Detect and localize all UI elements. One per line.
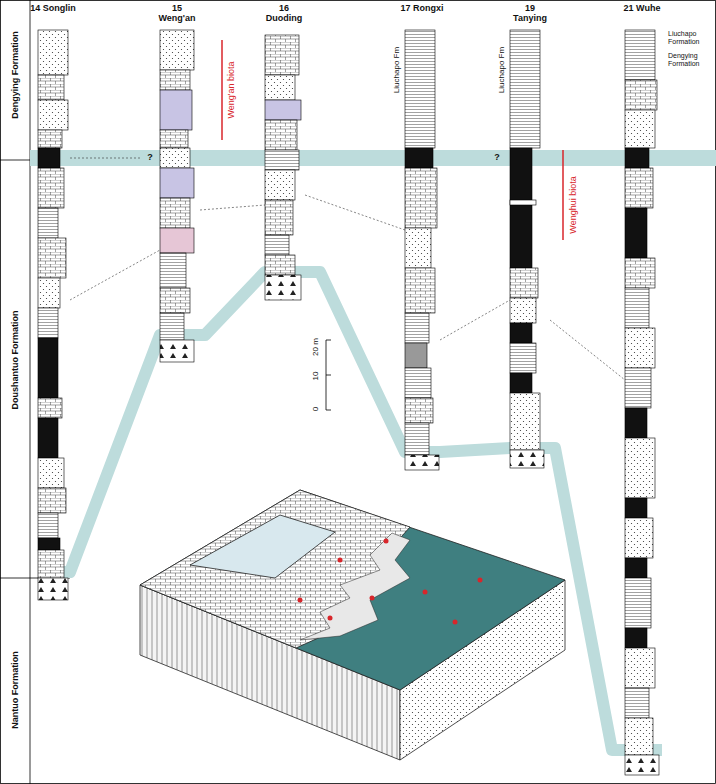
formation-label: Liuchapo Fm bbox=[392, 47, 401, 93]
section-header: 14 Songlin bbox=[30, 3, 76, 13]
section-header: 21 Wuhe bbox=[620, 3, 664, 13]
section-header: 19 Tanying bbox=[507, 3, 553, 24]
section-header: 16 Duoding bbox=[261, 3, 307, 24]
query-mark: ? bbox=[491, 152, 503, 162]
query-mark: ? bbox=[144, 152, 156, 162]
scale-label: 0 bbox=[311, 407, 320, 411]
formation-label: Nantuo Formation bbox=[10, 651, 20, 729]
section-header: 17 Rongxi bbox=[399, 3, 445, 13]
formation-label: Liuchapo Fm bbox=[497, 47, 506, 93]
section-header: 15 Weng'an bbox=[154, 3, 200, 24]
biota-label: Weng'an biota bbox=[226, 61, 236, 118]
scale-label: 10 bbox=[311, 372, 320, 381]
formation-label: Liuchapo Formation bbox=[668, 30, 712, 46]
formation-label: Dengying Formation bbox=[10, 31, 20, 119]
scale-label: 20 m bbox=[311, 338, 320, 356]
formation-label: Doushantuo Formation bbox=[10, 311, 20, 410]
formation-label: Dengying Formation bbox=[668, 52, 712, 68]
biota-label: Wenghui biota bbox=[568, 176, 578, 233]
